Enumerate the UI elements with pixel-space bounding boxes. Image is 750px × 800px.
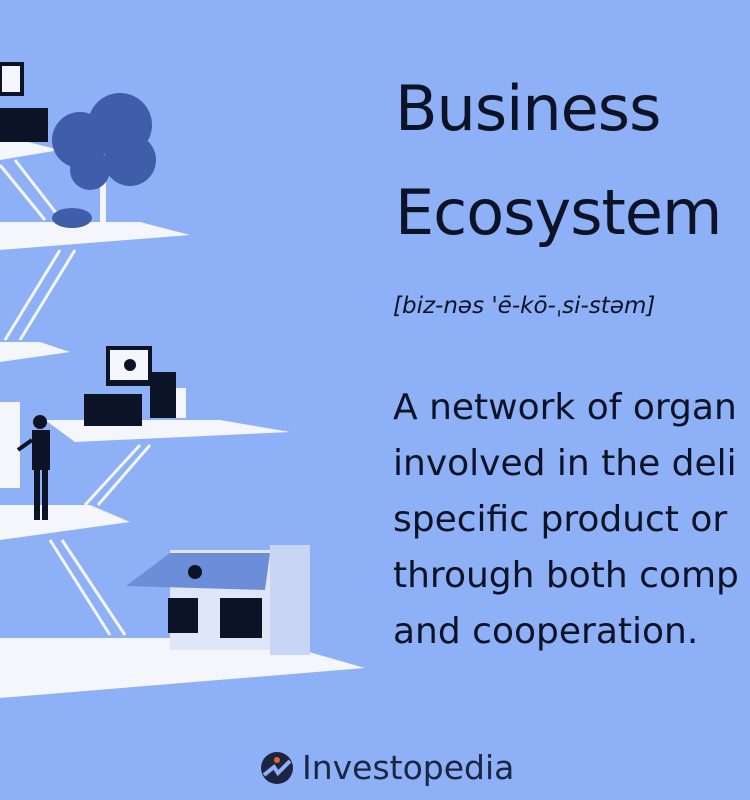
chair bbox=[150, 372, 176, 418]
definition-line: through both comp bbox=[393, 555, 739, 596]
investopedia-logo-icon bbox=[261, 751, 293, 784]
storefront-icon bbox=[126, 545, 310, 655]
desk bbox=[84, 394, 142, 426]
definition-line: and cooperation. bbox=[393, 611, 699, 652]
brand-name: Investopedia bbox=[302, 748, 515, 787]
presenter-figure bbox=[16, 415, 50, 520]
definition-line: involved in the deli bbox=[393, 443, 737, 484]
title-line-1: Business bbox=[395, 72, 661, 145]
platform-desk bbox=[45, 420, 290, 442]
investopedia-logo: Investopedia bbox=[260, 748, 514, 787]
title-line-2: Ecosystem bbox=[395, 176, 722, 249]
definition: A network of organ involved in the deli … bbox=[393, 380, 739, 660]
pronunciation: [biz-nəs 'ē-kō-ˌsi-stəm] bbox=[393, 293, 656, 319]
platform-presenter bbox=[0, 505, 130, 540]
definition-line: A network of organ bbox=[393, 387, 737, 428]
desk bbox=[0, 108, 48, 142]
tree-icon bbox=[52, 93, 156, 228]
definition-line: specific product or bbox=[393, 499, 728, 540]
page-title: Business Ecosystem bbox=[395, 72, 722, 286]
platform-middle-left bbox=[0, 342, 70, 362]
platform-tree bbox=[0, 222, 190, 250]
business-ecosystem-illustration bbox=[0, 62, 365, 698]
whiteboard bbox=[0, 402, 20, 488]
platform-top bbox=[0, 140, 60, 160]
staircase bbox=[0, 159, 152, 636]
